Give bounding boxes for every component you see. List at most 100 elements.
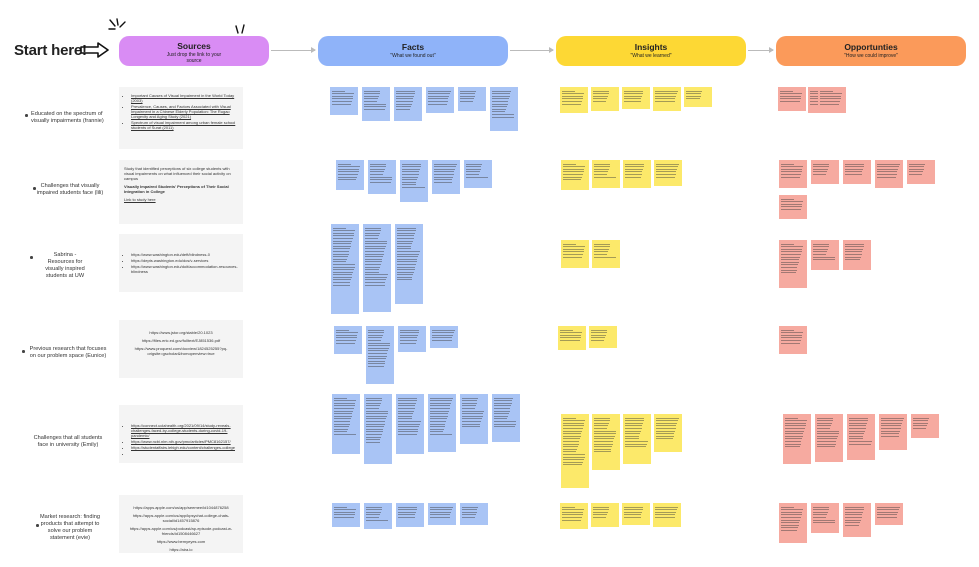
blue-sticky-note[interactable] <box>458 87 486 111</box>
blue-sticky-note[interactable] <box>490 87 518 131</box>
yellow-sticky-note[interactable] <box>623 160 651 188</box>
yellow-sticky-note[interactable] <box>623 414 651 464</box>
blue-sticky-note[interactable] <box>366 326 394 384</box>
blue-sticky-note[interactable] <box>428 503 456 525</box>
blue-sticky-note[interactable] <box>331 224 359 314</box>
source-link[interactable]: https://apps.apple.com/us/app/kpsychat-c… <box>132 513 230 523</box>
blue-sticky-note[interactable] <box>428 394 456 452</box>
yellow-sticky-note[interactable] <box>589 326 617 348</box>
study-link[interactable]: Link to study here <box>124 197 156 202</box>
red-sticky-note[interactable] <box>818 87 846 113</box>
yellow-sticky-note[interactable] <box>561 414 589 488</box>
blue-sticky-note[interactable] <box>396 394 424 454</box>
red-sticky-note[interactable] <box>811 240 839 270</box>
red-sticky-note[interactable] <box>879 414 907 450</box>
red-sticky-note[interactable] <box>783 414 811 464</box>
sources-header[interactable]: Sources Just drop the link to your sourc… <box>119 36 269 66</box>
blue-sticky-note[interactable] <box>368 160 396 194</box>
source-link[interactable]: https://www.washington.edu/deft/blindnes… <box>131 252 238 257</box>
blue-sticky-note[interactable] <box>362 87 390 121</box>
red-sticky-note[interactable] <box>907 160 935 184</box>
yellow-sticky-note[interactable] <box>560 87 588 113</box>
blue-sticky-note[interactable] <box>460 503 488 525</box>
source-link[interactable]: https://files.eric.ed.gov/fulltext/EJ851… <box>141 338 221 343</box>
connector-arrow <box>271 47 316 53</box>
source-link[interactable]: https://apps.apple.com/us/app/seemee/id1… <box>133 505 229 510</box>
connector-arrow <box>510 47 554 53</box>
yellow-sticky-note[interactable] <box>653 503 681 527</box>
yellow-sticky-note[interactable] <box>654 414 682 452</box>
insights-header[interactable]: Insights "What we learned" <box>556 36 746 66</box>
blue-sticky-note[interactable] <box>395 224 423 304</box>
source-link[interactable]: https://www.proquest.com/docview/1824525… <box>134 346 228 356</box>
source-link[interactable]: https://connect.uclahealth.org/2021/09/1… <box>131 423 238 438</box>
sources-subtitle: Just drop the link to your source <box>166 52 222 64</box>
yellow-sticky-note[interactable] <box>561 240 589 268</box>
blue-sticky-note[interactable] <box>332 394 360 454</box>
blue-sticky-note[interactable] <box>363 224 391 312</box>
source-link[interactable]: https://depts.washington.edu/dcs/v-servi… <box>131 258 238 263</box>
yellow-sticky-note[interactable] <box>654 160 682 186</box>
blue-sticky-note[interactable] <box>396 503 424 527</box>
blue-sticky-note[interactable] <box>364 503 392 529</box>
yellow-sticky-note[interactable] <box>560 503 588 529</box>
red-sticky-note[interactable] <box>843 240 871 270</box>
blue-sticky-note[interactable] <box>432 160 460 194</box>
source-link[interactable]: https://www.bemyeyes.com <box>156 539 206 544</box>
red-sticky-note[interactable] <box>847 414 875 460</box>
red-sticky-note[interactable] <box>843 160 871 184</box>
red-sticky-note[interactable] <box>875 160 903 188</box>
source-link[interactable]: Important Causes of Visual Impairment in… <box>131 93 238 103</box>
yellow-sticky-note[interactable] <box>591 87 619 111</box>
blue-sticky-note[interactable] <box>332 503 360 527</box>
row-label-5: Challenges that all students face in uni… <box>33 435 103 448</box>
red-sticky-note[interactable] <box>778 87 806 111</box>
red-sticky-note[interactable] <box>911 414 939 438</box>
red-sticky-note[interactable] <box>779 326 807 354</box>
red-sticky-note[interactable] <box>779 160 807 188</box>
source-link[interactable]: https://studentaffairs.lehigh.edu/conten… <box>131 445 238 450</box>
red-sticky-note[interactable] <box>811 503 839 533</box>
yellow-sticky-note[interactable] <box>558 326 586 350</box>
yellow-sticky-note[interactable] <box>622 87 650 109</box>
red-sticky-note[interactable] <box>815 414 843 462</box>
blue-sticky-note[interactable] <box>400 160 428 202</box>
source-box-5: https://connect.uclahealth.org/2021/09/1… <box>119 405 243 463</box>
source-link[interactable]: https://www.washington.edu/doit/accommod… <box>131 264 238 274</box>
red-sticky-note[interactable] <box>779 240 807 288</box>
source-link[interactable]: Prevalence, Causes, and Factors Associat… <box>131 104 238 119</box>
blue-sticky-note[interactable] <box>426 87 454 113</box>
blue-sticky-note[interactable] <box>492 394 520 442</box>
source-link[interactable]: https://aira.io <box>169 547 193 552</box>
source-box-1: Important Causes of Visual Impairment in… <box>119 87 243 149</box>
yellow-sticky-note[interactable] <box>622 503 650 525</box>
yellow-sticky-note[interactable] <box>592 160 620 188</box>
source-link[interactable]: Spectrum of visual impairment among urba… <box>131 120 238 130</box>
blue-sticky-note[interactable] <box>336 160 364 190</box>
blue-sticky-note[interactable] <box>460 394 488 444</box>
red-sticky-note[interactable] <box>779 503 807 543</box>
blue-sticky-note[interactable] <box>398 326 426 352</box>
red-sticky-note[interactable] <box>875 503 903 525</box>
yellow-sticky-note[interactable] <box>592 414 620 470</box>
red-sticky-note[interactable] <box>811 160 839 184</box>
blue-sticky-note[interactable] <box>464 160 492 188</box>
source-link[interactable]: https://www.ncbi.nlm.nih.gov/pmc/article… <box>131 439 238 444</box>
blue-sticky-note[interactable] <box>364 394 392 464</box>
yellow-sticky-note[interactable] <box>684 87 712 107</box>
yellow-sticky-note[interactable] <box>653 87 681 111</box>
blue-sticky-note[interactable] <box>334 326 362 354</box>
opportunities-header[interactable]: Opportunties "How we could improve" <box>776 36 966 66</box>
source-link[interactable]: https://www.jstor.org/stable/20.1023 <box>149 330 213 335</box>
yellow-sticky-note[interactable] <box>561 160 589 190</box>
facts-header[interactable]: Facts "What we found out" <box>318 36 508 66</box>
blue-sticky-note[interactable] <box>330 87 358 115</box>
start-here-label: Start here! <box>14 42 87 59</box>
blue-sticky-note[interactable] <box>430 326 458 348</box>
blue-sticky-note[interactable] <box>394 87 422 121</box>
yellow-sticky-note[interactable] <box>592 240 620 268</box>
yellow-sticky-note[interactable] <box>591 503 619 527</box>
red-sticky-note[interactable] <box>843 503 871 537</box>
source-link[interactable]: https://apps.apple.com/us/podcast/ap-epi… <box>129 526 233 536</box>
red-sticky-note[interactable] <box>779 195 807 219</box>
